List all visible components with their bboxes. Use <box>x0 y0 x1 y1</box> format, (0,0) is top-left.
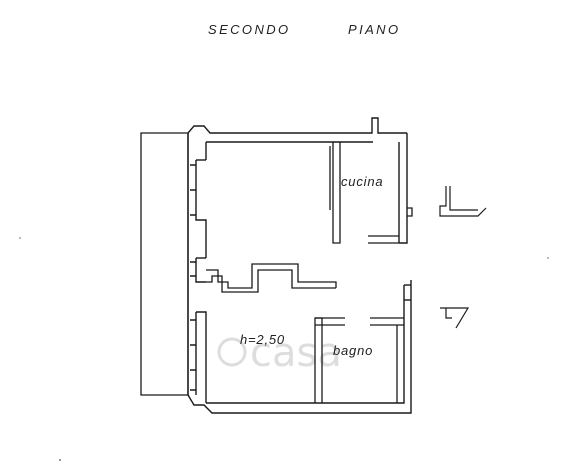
bathroom-walls <box>314 317 404 403</box>
floor-title-secondo: SECONDO <box>208 22 291 37</box>
room-label-height: h=2,50 <box>240 332 285 347</box>
floor-title-piano: PIANO <box>348 22 400 37</box>
kitchen-walls <box>329 142 413 244</box>
stray-marks <box>19 237 549 461</box>
room-label-kitchen: cucina <box>341 174 383 189</box>
outer-walls <box>187 117 412 414</box>
exterior-fragment-bottom <box>440 307 470 329</box>
watermark-text: casa <box>250 330 342 376</box>
watermark: casa <box>217 330 342 376</box>
room-label-bathroom: bagno <box>333 343 373 358</box>
exterior-fragment-top <box>439 186 487 217</box>
middle-partition <box>206 263 337 293</box>
balcony-strip <box>140 132 189 396</box>
